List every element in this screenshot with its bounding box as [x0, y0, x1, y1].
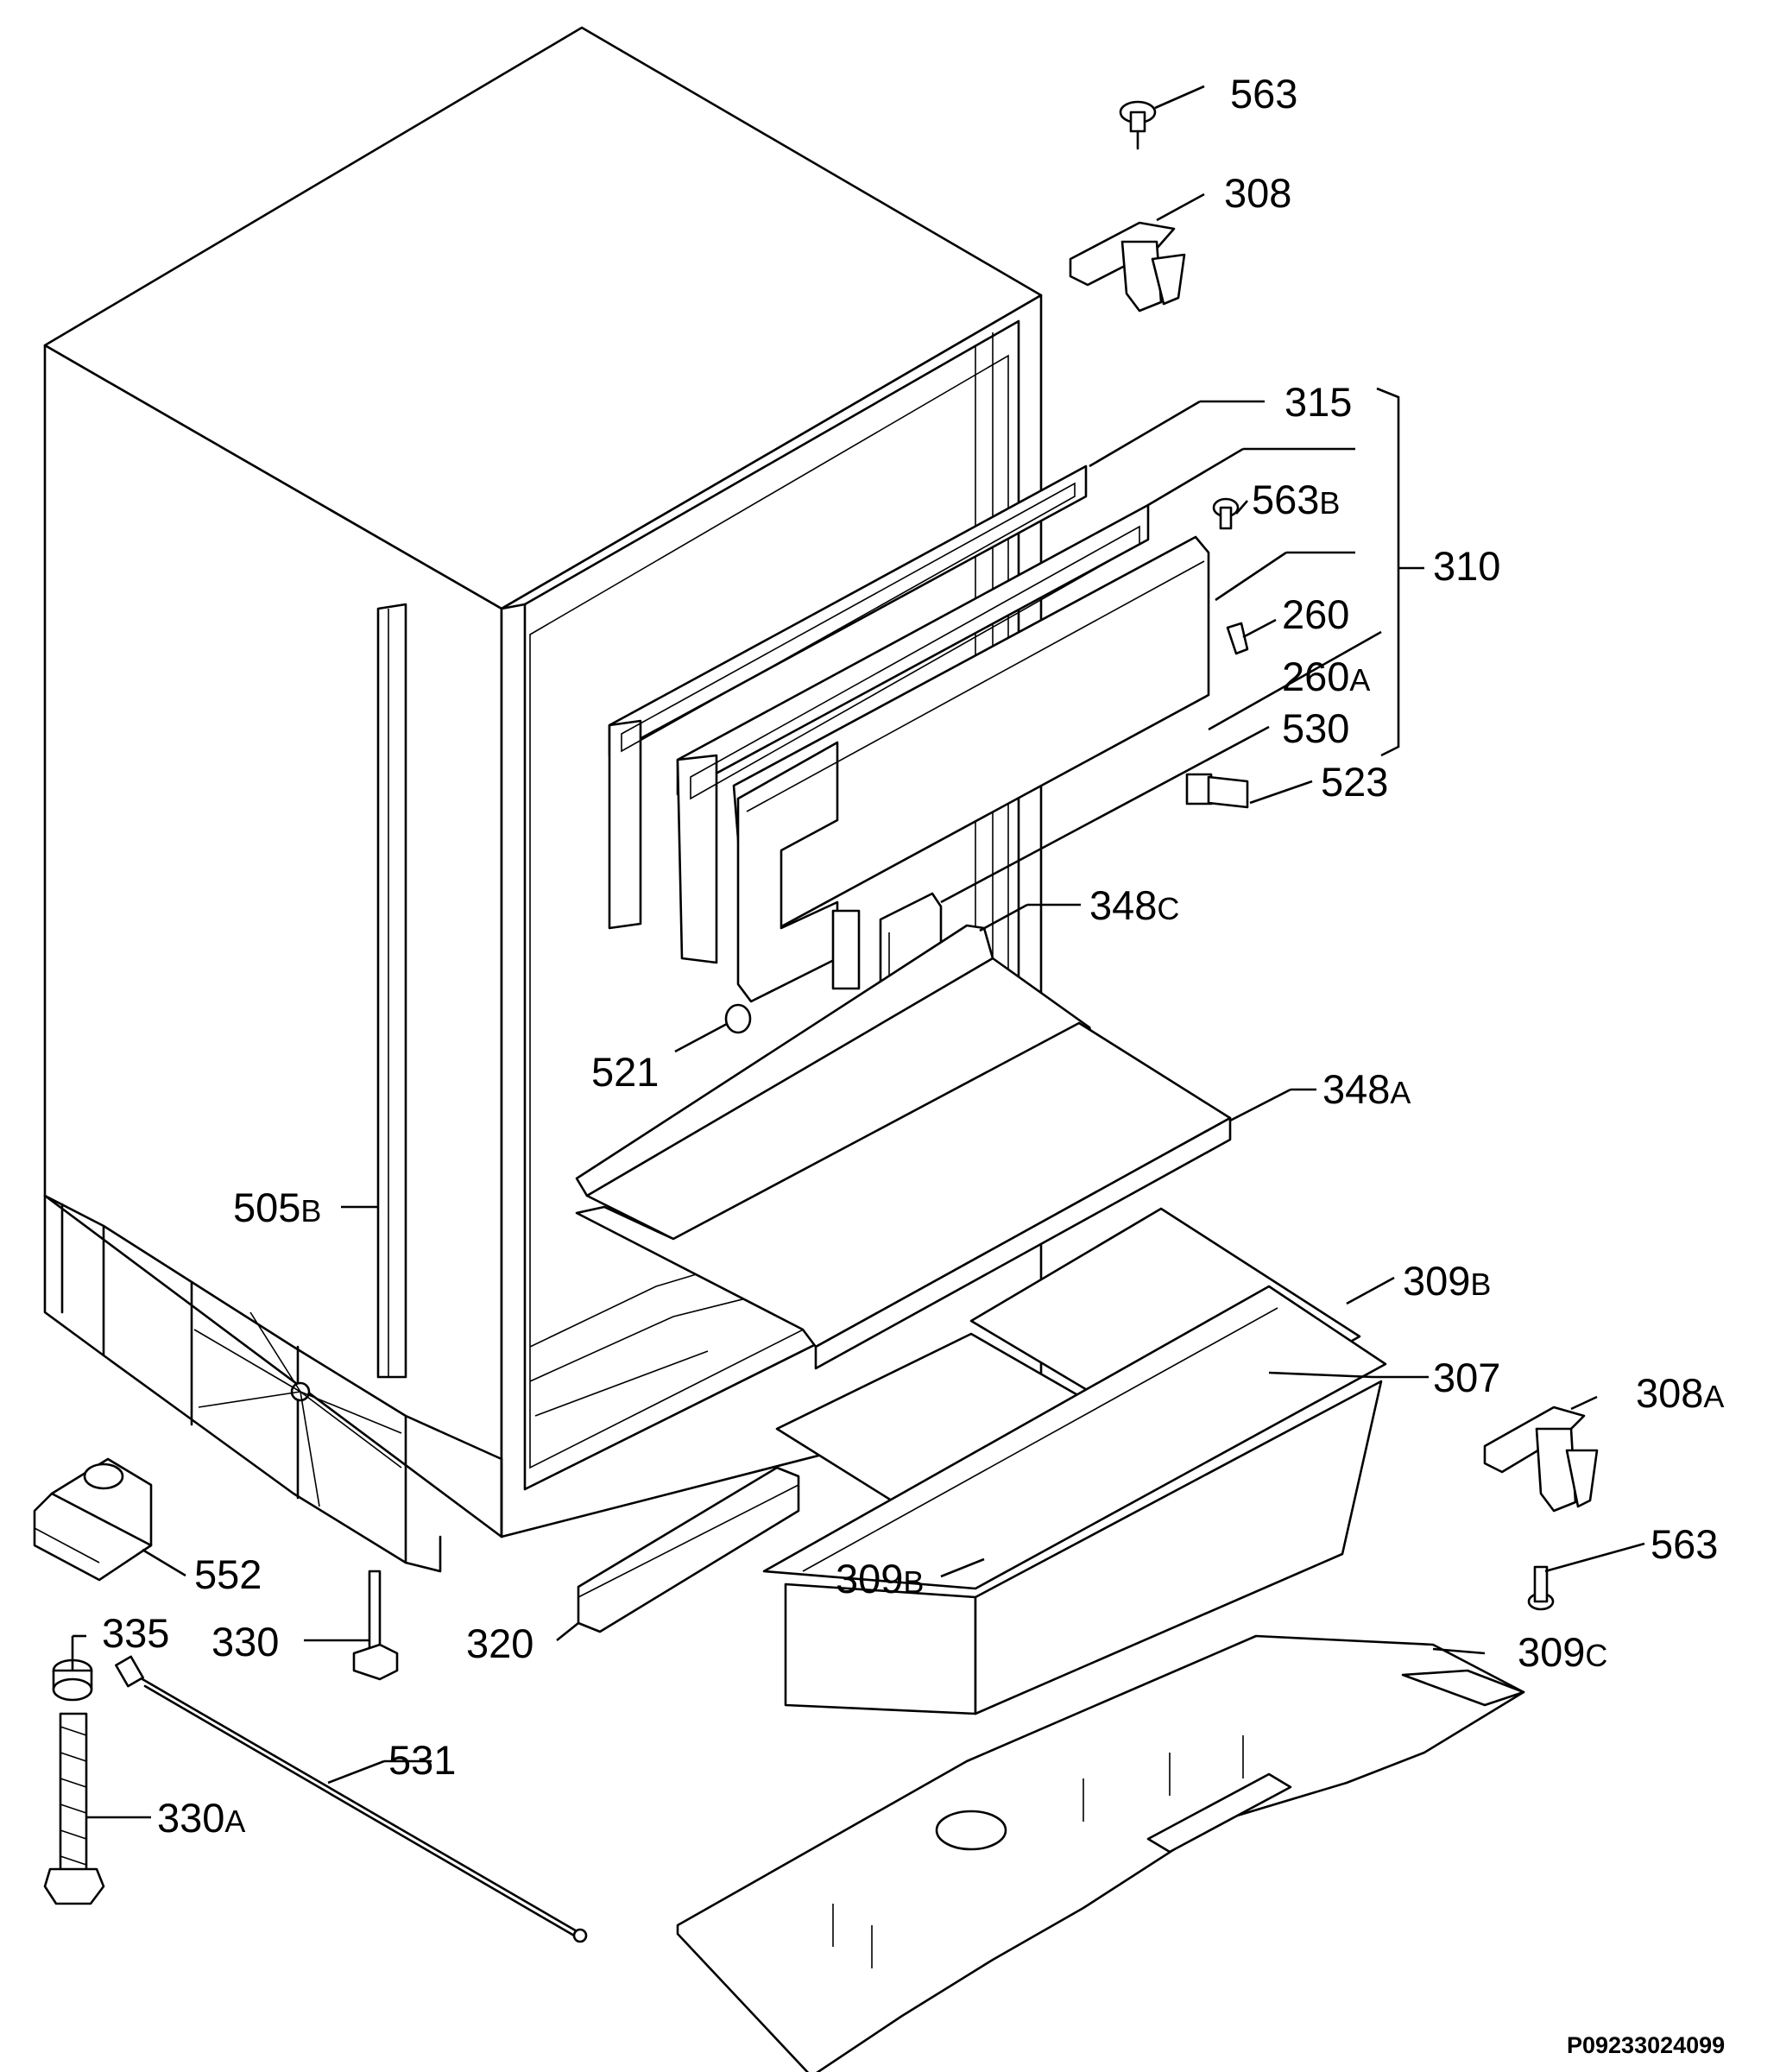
- label-335: 335: [102, 1610, 169, 1656]
- foot-bracket-552: [33, 1457, 153, 1582]
- screw-563-bottom: [1527, 1565, 1555, 1611]
- hinge-top-308: [1069, 221, 1186, 313]
- clip-260: [1226, 622, 1249, 655]
- leveling-foot-330a: [43, 1712, 105, 1905]
- label-523: 523: [1321, 759, 1388, 805]
- base-tray-309c: [676, 1634, 1525, 2072]
- label-531: 531: [388, 1737, 456, 1783]
- label-310: 310: [1433, 543, 1500, 589]
- adjust-screw-330: [352, 1570, 399, 1681]
- hinge-bottom-308a: [1483, 1406, 1599, 1513]
- label-260a: 260A: [1282, 654, 1370, 699]
- label-260: 260: [1282, 591, 1349, 637]
- leader-lines: [71, 85, 1645, 1819]
- door-panel-assembly: [608, 464, 1210, 1034]
- knob-521: [724, 1003, 752, 1034]
- label-315: 315: [1285, 379, 1352, 425]
- drawing-code: P09233024099: [1567, 2032, 1725, 2058]
- label-505b: 505B: [233, 1184, 321, 1230]
- label-309b-top: 309B: [1403, 1258, 1491, 1304]
- label-348a: 348A: [1322, 1066, 1411, 1112]
- label-521: 521: [591, 1049, 659, 1095]
- label-530: 530: [1282, 705, 1349, 751]
- label-308: 308: [1224, 170, 1291, 216]
- door-seal-strip-505b: [376, 603, 407, 1379]
- screw-563-top: [1119, 100, 1157, 150]
- label-309b-bottom: 309B: [836, 1556, 924, 1601]
- label-330: 330: [211, 1619, 279, 1665]
- label-307: 307: [1433, 1355, 1500, 1400]
- label-308a: 308A: [1636, 1370, 1724, 1416]
- screw-563b: [1212, 497, 1240, 530]
- shelf-348a: [575, 1021, 1232, 1370]
- crisper-box-307: [762, 1285, 1387, 1715]
- label-309c: 309C: [1518, 1629, 1607, 1675]
- part-labels: 563 308 315 563B 310 260 260A 530 523 34…: [102, 71, 1724, 1841]
- label-320: 320: [466, 1620, 533, 1666]
- label-552: 552: [194, 1551, 262, 1597]
- clip-523: [1185, 773, 1249, 809]
- label-348c: 348C: [1089, 882, 1179, 928]
- label-563-top: 563: [1230, 71, 1297, 117]
- label-563b: 563B: [1252, 477, 1340, 522]
- rod-531: [115, 1655, 588, 1943]
- label-563-bottom: 563: [1651, 1521, 1718, 1567]
- label-330a: 330A: [157, 1795, 245, 1841]
